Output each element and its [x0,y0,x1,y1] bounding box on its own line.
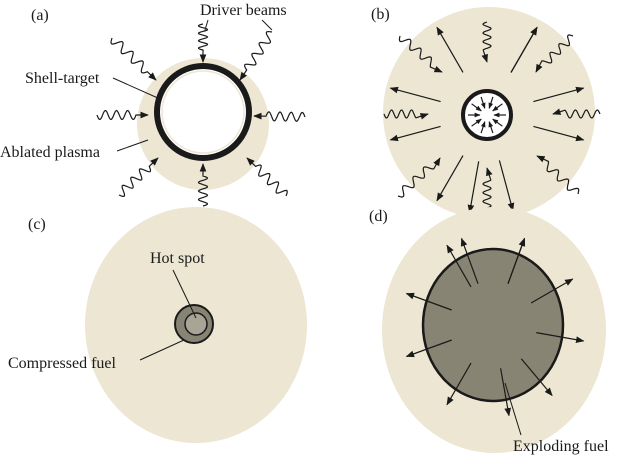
absorbed-beam-arrow [383,109,429,120]
panel-c: (c) Hot spot Compressed fuel [8,207,307,443]
panel-a-shell-inner-line [161,70,245,154]
driver-beam-arrow [197,163,209,207]
driver-beams-leader-left [204,19,209,31]
panel-c-tag: (c) [28,216,46,233]
absorbed-beam-arrow [397,157,441,198]
driver-beams-label: Driver beams [200,2,287,19]
absorbed-beam-arrow [552,108,601,119]
explosion-arrow [405,292,452,311]
panel-d-explosion-arrows [405,237,585,417]
panel-d-tag: (d) [369,208,388,225]
driver-beam-arrow [246,157,288,197]
blowoff-arrow [498,160,515,212]
panel-a-shell-target [154,63,252,161]
implosion-arrow [471,103,482,112]
driver-beam-arrow [253,111,306,122]
hot-spot-label: Hot spot [150,250,205,267]
explosion-arrow [405,339,452,358]
ablated-plasma-label: Ablated plasma [0,144,100,161]
panel-b-implosion-arrows [468,96,506,134]
blowoff-arrow [436,155,464,202]
explosion-arrow [500,368,511,417]
absorbed-beam-arrow [481,21,492,63]
explosion-arrow [446,244,472,288]
panel-b-imploding-shell [461,89,513,141]
explosion-arrow [536,332,585,343]
explosion-arrow [507,237,526,284]
explosion-arrow [460,237,479,284]
driver-beams-leader-right [261,19,273,31]
explosion-arrow [446,362,472,406]
panel-b-tag: (b) [371,6,390,23]
shell-target-leader [112,77,161,100]
panel-d: (d) Exploding fuel [369,207,609,455]
exploding-fuel-leader [504,382,522,436]
absorbed-beam-arrow [535,34,574,73]
driver-beam-arrow [110,37,157,81]
driver-beam-arrow [197,23,209,63]
blowoff-arrow [436,26,464,73]
implosion-arrow [488,121,494,134]
panel-a-driver-beams [96,23,306,207]
compressed-fuel-leader [139,339,185,361]
panel-b: (b) [371,6,601,219]
driver-beam-arrow [96,109,149,121]
blowoff-arrow [510,26,538,73]
blowoff-arrow [389,86,441,103]
driver-beam-arrow [239,30,273,81]
driver-beam-arrow [118,157,159,197]
panel-a-tag: (a) [31,7,49,24]
absorbed-beam-arrow [482,167,493,209]
blowoff-arrow [533,125,585,142]
panel-b-driver-beams [383,21,601,209]
hot-spot-leader [172,269,197,319]
blowoff-arrow [533,86,585,103]
absorbed-beam-arrow [536,155,580,195]
ablated-plasma-leader [116,139,149,152]
exploding-fuel-label: Exploding fuel [513,438,609,455]
exploding-fuel-core [421,247,565,403]
blowoff-arrow [467,161,480,214]
panel-b-blowoff-arrows [389,26,585,214]
absorbed-beam-arrow [398,35,443,73]
implosion-arrow [488,96,494,109]
explosion-arrow [520,358,553,397]
implosion-arrow [480,96,486,109]
implosion-arrow [492,118,503,127]
blowoff-arrow [389,125,441,142]
compressed-fuel-label: Compressed fuel [8,355,117,372]
implosion-arrow [480,121,486,134]
shell-target-label: Shell-target [25,70,100,87]
panel-a: (a) Driver beams Shell-target Ablated pl… [0,2,306,207]
hot-spot [184,312,208,336]
implosion-arrow [492,103,503,112]
implosion-arrow [471,118,482,127]
explosion-arrow [530,278,574,304]
